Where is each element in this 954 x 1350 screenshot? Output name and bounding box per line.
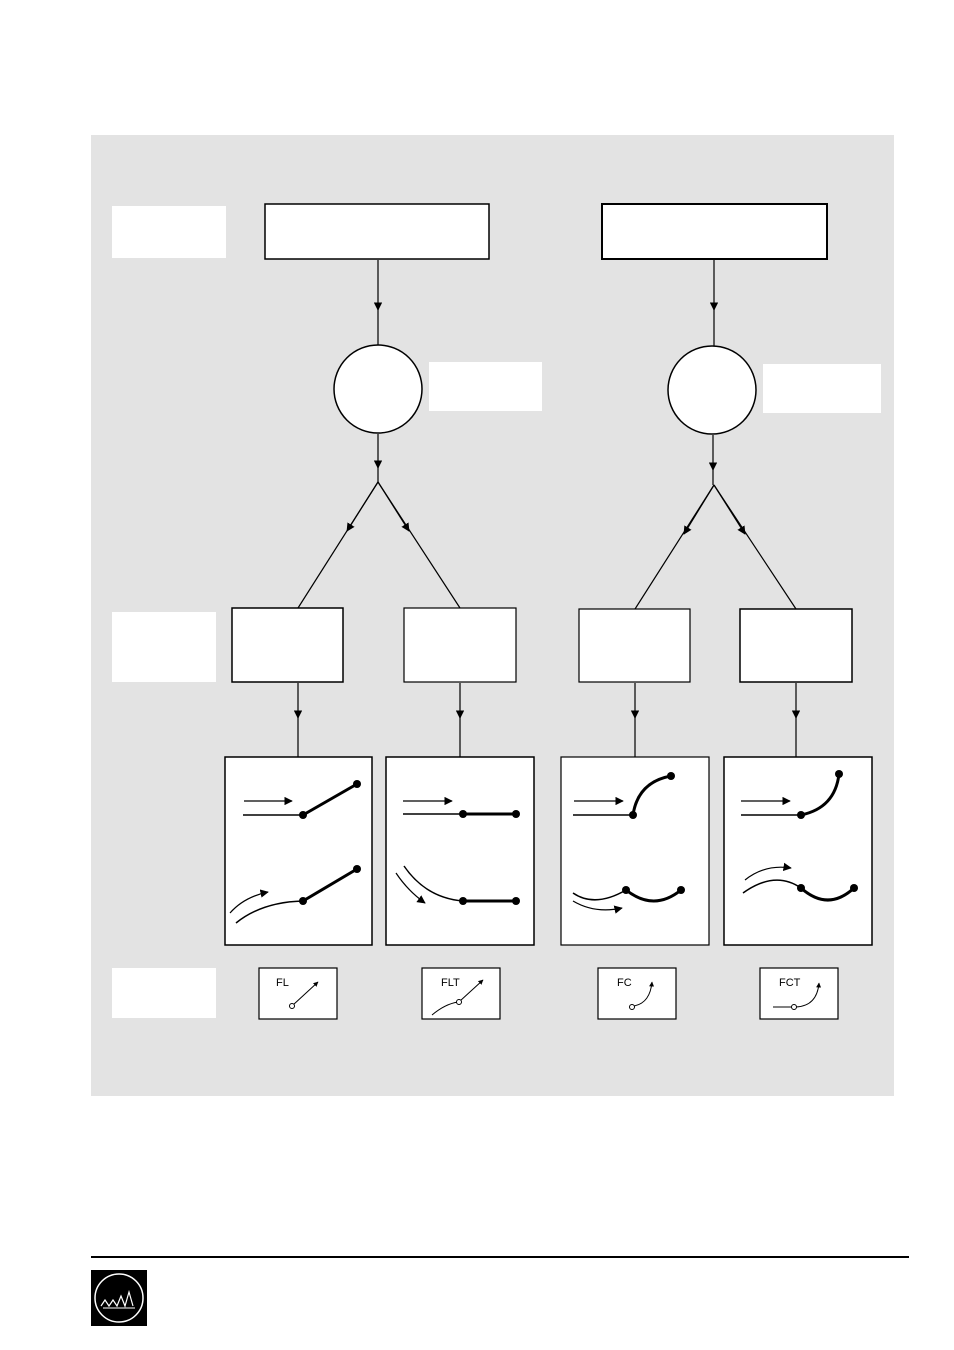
softkey-fc[interactable]: FC bbox=[597, 967, 677, 1020]
illustration-box-3 bbox=[560, 756, 710, 946]
softkey-fl[interactable]: FL bbox=[258, 967, 338, 1020]
illustration-box-4 bbox=[723, 756, 873, 946]
row-label-box-2 bbox=[112, 612, 216, 682]
circle-label-box-left bbox=[429, 362, 542, 411]
top-box-left bbox=[264, 203, 490, 260]
row-label-box-1 bbox=[112, 206, 226, 258]
illustration-box-2 bbox=[385, 756, 535, 946]
decision-circle-right bbox=[667, 345, 757, 435]
softkey-fc-label: FC bbox=[617, 977, 632, 989]
mid-box-1 bbox=[231, 607, 344, 683]
softkey-flt-label: FLT bbox=[441, 977, 460, 989]
top-box-right bbox=[601, 203, 828, 260]
mid-box-2 bbox=[403, 607, 517, 683]
company-logo-icon bbox=[91, 1270, 147, 1326]
softkey-fl-label: FL bbox=[276, 977, 289, 989]
mid-box-4 bbox=[739, 608, 853, 683]
mid-box-3 bbox=[578, 608, 691, 683]
row-label-box-3 bbox=[112, 968, 216, 1018]
softkey-fct[interactable]: FCT bbox=[759, 967, 839, 1020]
softkey-fct-label: FCT bbox=[779, 977, 801, 989]
footer-rule bbox=[91, 1256, 909, 1258]
softkey-flt[interactable]: FLT bbox=[421, 967, 501, 1020]
decision-circle-left bbox=[333, 344, 423, 434]
circle-label-box-right bbox=[763, 364, 881, 413]
illustration-box-1 bbox=[224, 756, 373, 946]
